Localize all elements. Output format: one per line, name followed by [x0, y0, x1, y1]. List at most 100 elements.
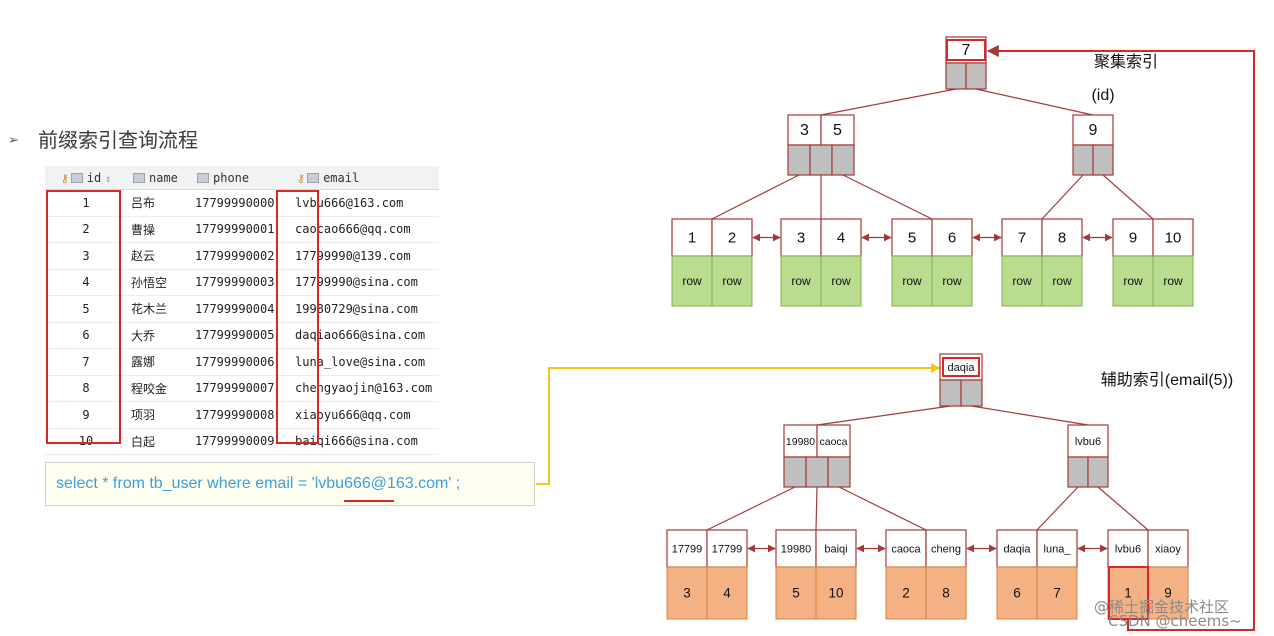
column-icon	[197, 172, 209, 183]
column-header-id[interactable]: ⚷id⇕	[45, 166, 127, 190]
node-key-text: caoca	[819, 436, 847, 448]
node-pointer-cell	[965, 62, 987, 90]
node-key-text: 19980	[786, 436, 815, 448]
node-pointer-cell	[783, 456, 807, 488]
back-to-table-arrow	[986, 45, 1255, 631]
leaf-key-text: 3	[797, 229, 805, 246]
section-heading: ➢前缀索引查询流程	[8, 124, 198, 153]
node-pointer-cell	[960, 379, 983, 407]
cell-id: 2	[45, 216, 127, 243]
heading-text: 前缀索引查询流程	[38, 128, 198, 152]
node-pointer-cell	[827, 456, 851, 488]
leaf-key-text: xiaoy	[1155, 543, 1181, 555]
email-column-highlight	[276, 190, 319, 444]
cell-email: xiaoyu666@qq.com	[291, 401, 439, 429]
cell-phone: 17799990007	[191, 375, 291, 402]
cell-id: 10	[45, 428, 127, 455]
node-pointer-cell	[945, 62, 967, 90]
cell-name: 吕布	[127, 189, 191, 217]
leaf-key-cell	[1152, 218, 1194, 257]
leaf-key-cell	[780, 218, 822, 257]
row-id-cell	[885, 566, 927, 620]
leaf-key-cell	[1036, 529, 1078, 568]
cell-email: caocao666@qq.com	[291, 216, 439, 243]
cell-phone: 17799990009	[191, 428, 291, 455]
sql-literal-underline	[344, 500, 394, 502]
index-key-icon: ⚷	[297, 171, 306, 185]
row-id-cell	[666, 566, 708, 620]
leaf-key-text: 2	[728, 229, 736, 246]
row-cell	[780, 255, 822, 307]
cell-email: 17799990@sina.com	[291, 269, 439, 296]
leaf-key-cell	[775, 529, 817, 568]
row-text: row	[831, 274, 851, 288]
leaf-key-cell	[815, 529, 857, 568]
cell-phone: 17799990005	[191, 322, 291, 349]
row-text: row	[1123, 274, 1143, 288]
cell-id: 5	[45, 295, 127, 323]
leaf-key-cell	[885, 529, 927, 568]
column-header-email[interactable]: ⚷email	[291, 166, 439, 190]
node-key-cell	[945, 36, 987, 64]
node-key-text: lvbu6	[1075, 436, 1101, 448]
leaf-key-cell	[711, 218, 753, 257]
column-icon	[133, 172, 145, 183]
node-pointer-cell	[939, 379, 962, 407]
secondary-root-node: daqia	[939, 353, 983, 407]
row-id-cell	[1147, 566, 1189, 620]
node-key-cell	[1072, 114, 1114, 146]
leaf-key-cell	[1147, 529, 1189, 568]
tree-edge	[820, 88, 957, 116]
leaf-key-text: lvbu6	[1115, 543, 1141, 555]
row-id-cell	[925, 566, 967, 620]
row-text: row	[1163, 274, 1183, 288]
sort-icon[interactable]: ⇕	[105, 173, 112, 185]
column-header-name[interactable]: name	[127, 166, 191, 190]
node-pointer-cell	[1087, 456, 1109, 488]
row-text: row	[1012, 274, 1032, 288]
leaf-key-text: 6	[948, 229, 956, 246]
node-key-text: 9	[1089, 122, 1098, 139]
cell-email: baiqi666@sina.com	[291, 428, 439, 455]
secondary-internal-node: lvbu6	[1067, 424, 1109, 488]
node-key-text: 7	[962, 42, 971, 59]
row-id-text: 7	[1053, 586, 1061, 601]
tree-edge	[1041, 174, 1084, 220]
column-icon	[70, 172, 83, 183]
clustered-root-highlight	[946, 39, 986, 61]
node-pointer-cell	[805, 456, 829, 488]
row-id-cell	[775, 566, 817, 620]
row-id-cell	[706, 566, 748, 620]
row-text: row	[682, 274, 702, 288]
tree-edge	[1097, 486, 1149, 531]
primary-key-icon: ⚷	[60, 171, 69, 185]
row-cell	[931, 255, 973, 307]
leaf-key-text: 1	[688, 229, 696, 246]
row-cell	[1041, 255, 1083, 307]
node-key-cell	[783, 424, 818, 458]
row-id-cell	[1036, 566, 1078, 620]
leaf-key-text: 19980	[781, 543, 812, 555]
query-connector-line	[536, 367, 940, 485]
node-key-cell	[1067, 424, 1109, 458]
leaf-key-text: 17799	[712, 543, 743, 555]
row-id-cell	[996, 566, 1038, 620]
column-header-phone[interactable]: phone	[191, 166, 291, 190]
row-text: row	[1052, 274, 1072, 288]
node-key-cell	[820, 114, 855, 146]
